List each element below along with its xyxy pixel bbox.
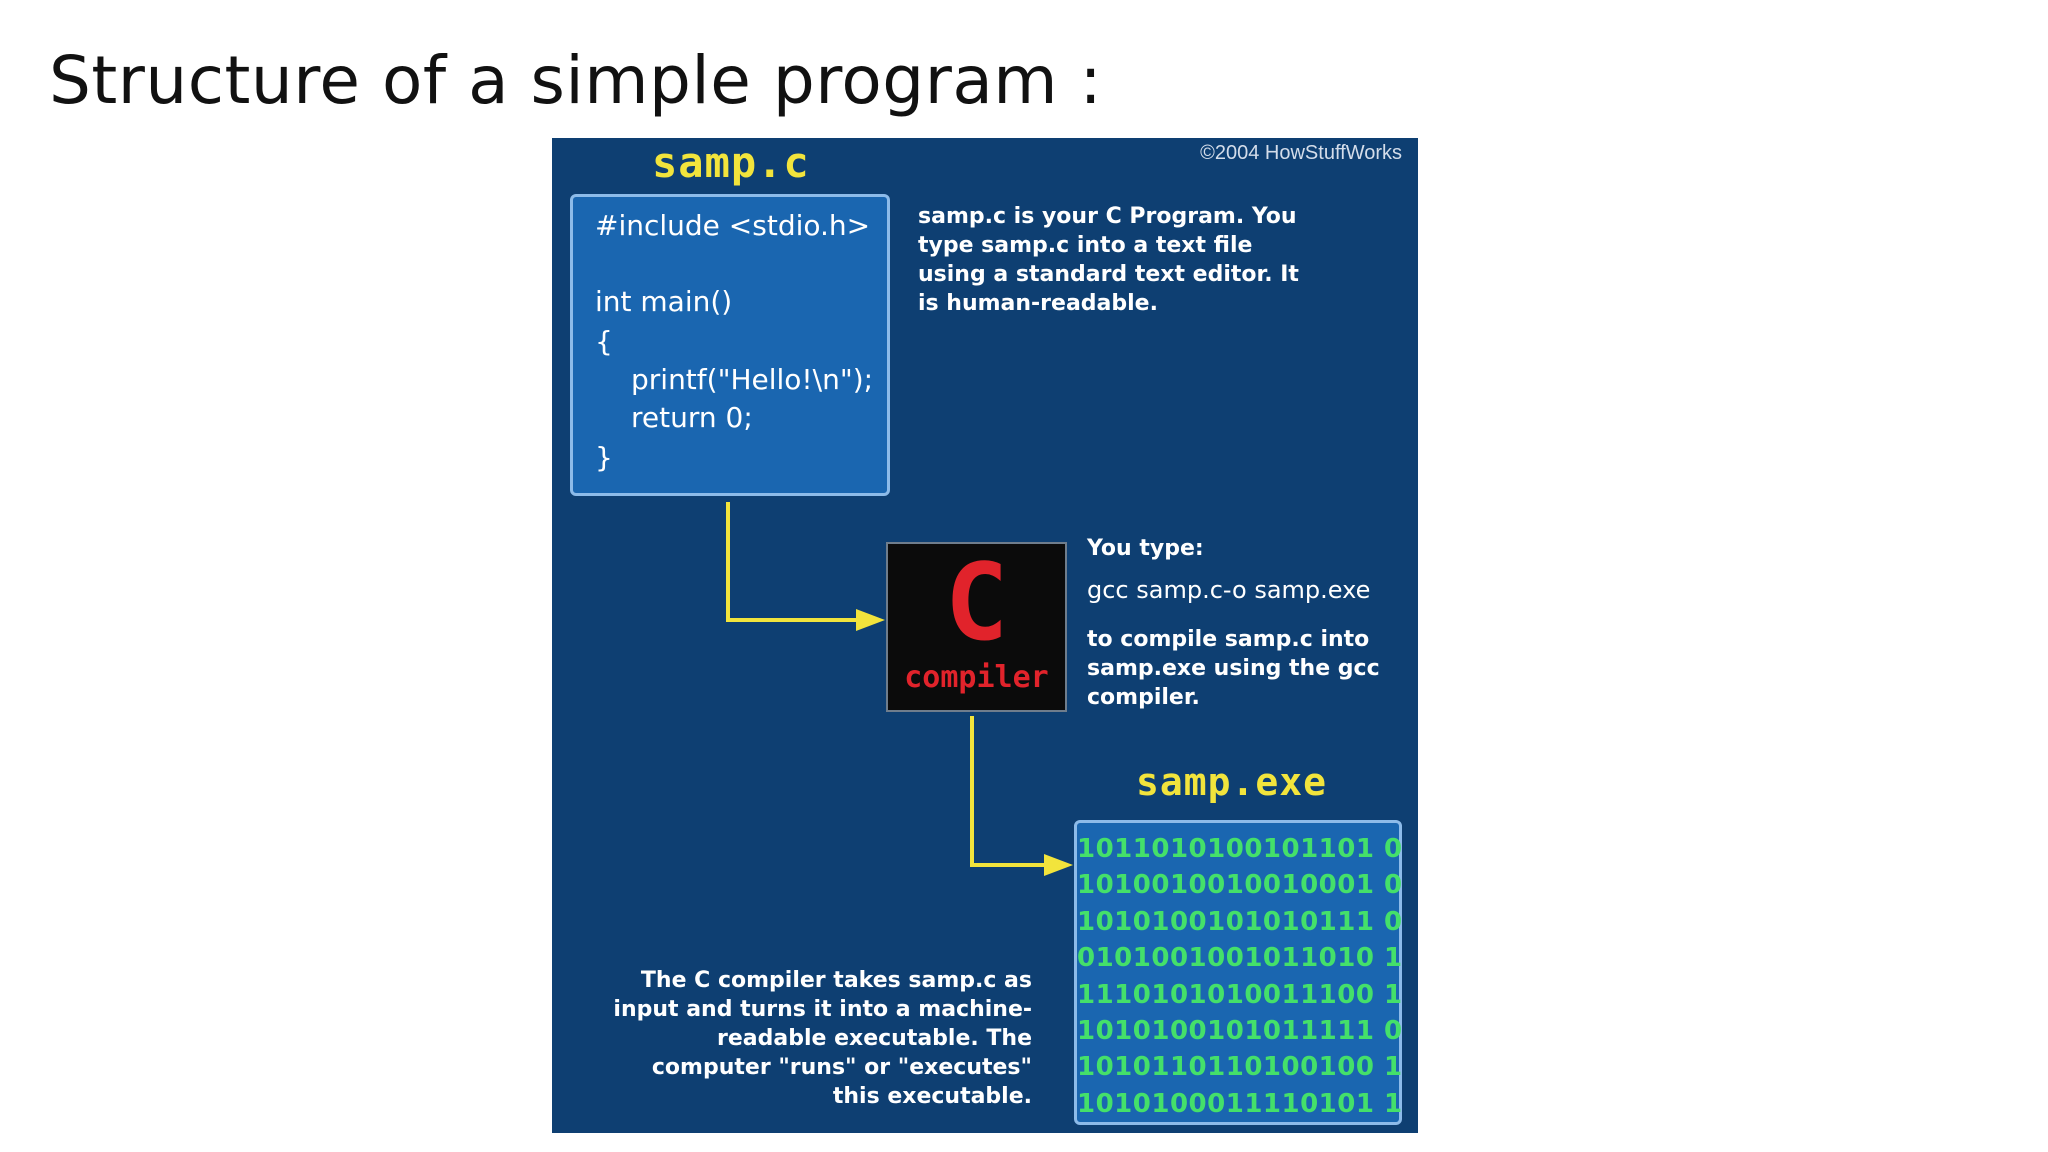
binary-line: 1110101010011100 1 [1077, 979, 1403, 1010]
arrowhead-icon [856, 609, 885, 631]
code-line-return: return 0; [631, 401, 753, 434]
compile-diagram: ©2004 HowStuffWorks samp.c #include <std… [552, 138, 1418, 1133]
source-filename: samp.c [652, 138, 810, 187]
binary-line: 1010100101010111 0 [1077, 906, 1403, 937]
executable-filename: samp.exe [1136, 760, 1328, 804]
binary-line: 1010110110100100 1 [1077, 1052, 1403, 1083]
arrow-source-to-compiler [726, 502, 867, 622]
code-line-close-brace: } [595, 441, 613, 474]
compile-instruction-label: You type: [1087, 536, 1204, 561]
arrow-compiler-to-executable [970, 716, 1055, 867]
binary-line: 1011010100101101 0 [1077, 834, 1403, 864]
source-description: samp.c is your C Program. You type samp.… [918, 204, 1299, 316]
code-line-include: #include <stdio.h> [595, 209, 871, 242]
code-line-printf: printf("Hello!\n"); [631, 363, 874, 396]
source-code-box: #include <stdio.h> int main() { printf("… [570, 194, 890, 496]
slide-title: Structure of a simple program : [49, 42, 1103, 119]
code-line-main: int main() [595, 285, 733, 318]
binary-line: 0101001001011010 1 [1077, 943, 1403, 974]
arrowhead-icon [1044, 854, 1073, 876]
code-line-open-brace: { [595, 325, 613, 358]
copyright-notice: ©2004 HowStuffWorks [1200, 142, 1402, 164]
binary-line: 1010100011110101 1 [1077, 1088, 1403, 1119]
compiler-word: compiler [904, 660, 1049, 695]
compile-command: gcc samp.c-o samp.exe [1087, 576, 1371, 604]
binary-line: 1010010010010001 0 [1077, 870, 1403, 901]
compile-description: to compile samp.c into samp.exe using th… [1087, 627, 1380, 710]
compiler-box: C compiler [886, 542, 1067, 712]
compiler-letter: C [944, 541, 1009, 664]
binary-line: 1010100101011111 0 [1077, 1016, 1403, 1047]
flow-arrows [726, 502, 1073, 876]
executable-description: The C compiler takes samp.c as input and… [613, 968, 1032, 1109]
binary-box: 1011010100101101 0 1010010010010001 0 10… [1074, 820, 1402, 1125]
